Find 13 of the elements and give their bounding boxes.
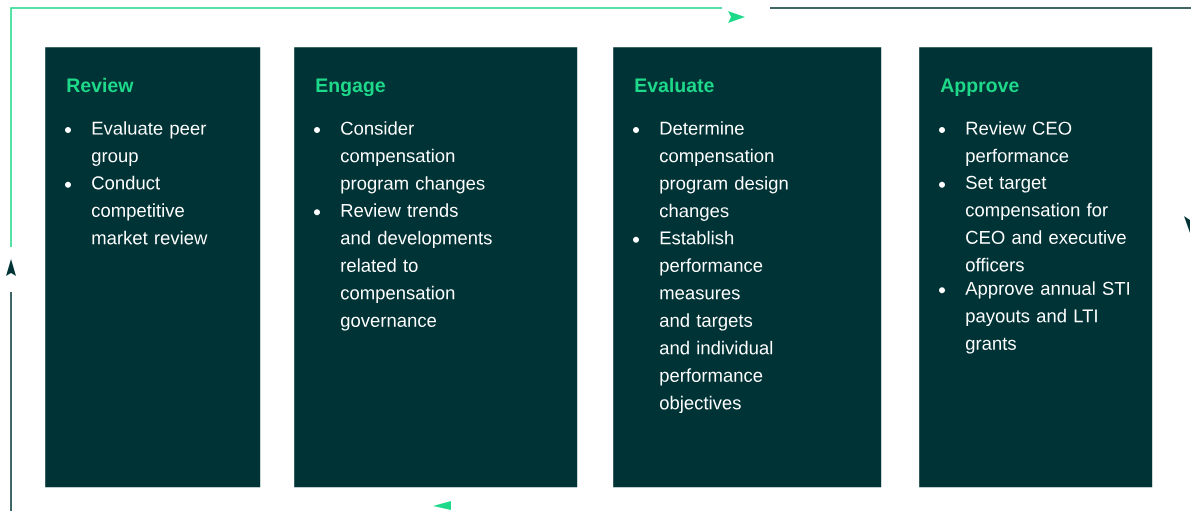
bullet-text: Conduct competitive market review — [92, 175, 208, 245]
bullet-text: Review CEO performance — [966, 121, 1072, 166]
stage-heading: Approve — [940, 78, 1019, 97]
bullet-text: Set target compensation for CEO and executive officers — [966, 175, 1126, 272]
bullet-text: Consider compensation program changes — [341, 121, 485, 194]
stage-heading: Review — [67, 77, 134, 93]
stage-heading: Evaluate — [635, 77, 714, 93]
bullet-text: Review trends and developments related to compensation governance — [341, 203, 492, 331]
bullet-text: Evaluate peer group — [92, 121, 207, 166]
bullet-text: Approve annual STI payouts and LTI grants — [965, 281, 1130, 354]
stage-heading: Engage — [316, 78, 385, 97]
bullet-text: Establish performance measures and targets and individual performance objectives — [660, 230, 773, 414]
bullet-text: Determine compensation program design changes — [660, 121, 788, 221]
